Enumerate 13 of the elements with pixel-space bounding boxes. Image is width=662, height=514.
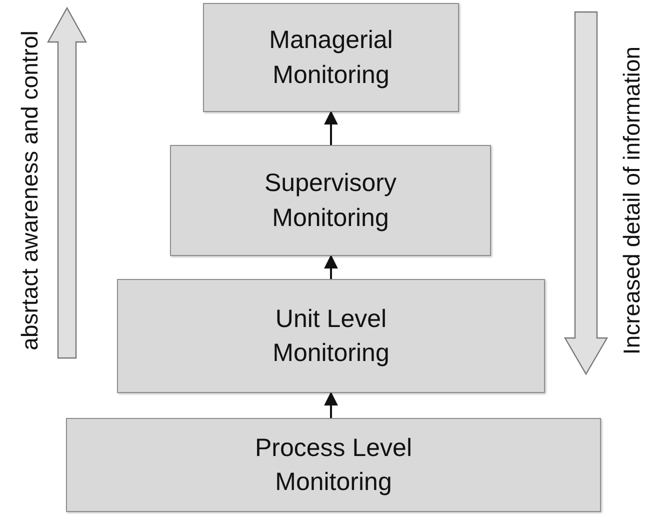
level-box bbox=[66, 418, 601, 512]
level-label: Supervisory Monitoring bbox=[264, 168, 398, 234]
level-box bbox=[117, 279, 545, 393]
arrow bbox=[324, 392, 338, 418]
level-label: Managerial Monitoring bbox=[268, 25, 394, 90]
level-box bbox=[170, 145, 491, 256]
level-box bbox=[203, 3, 459, 112]
axis-note: Increased detail of information bbox=[618, 46, 646, 354]
axis-note: absrtact awareness and control bbox=[16, 30, 44, 350]
arrow bbox=[324, 110, 338, 145]
arrow bbox=[324, 254, 338, 279]
level-label: Unit Level Monitoring bbox=[272, 304, 390, 369]
level-label: Process Level Monitoring bbox=[254, 432, 414, 498]
